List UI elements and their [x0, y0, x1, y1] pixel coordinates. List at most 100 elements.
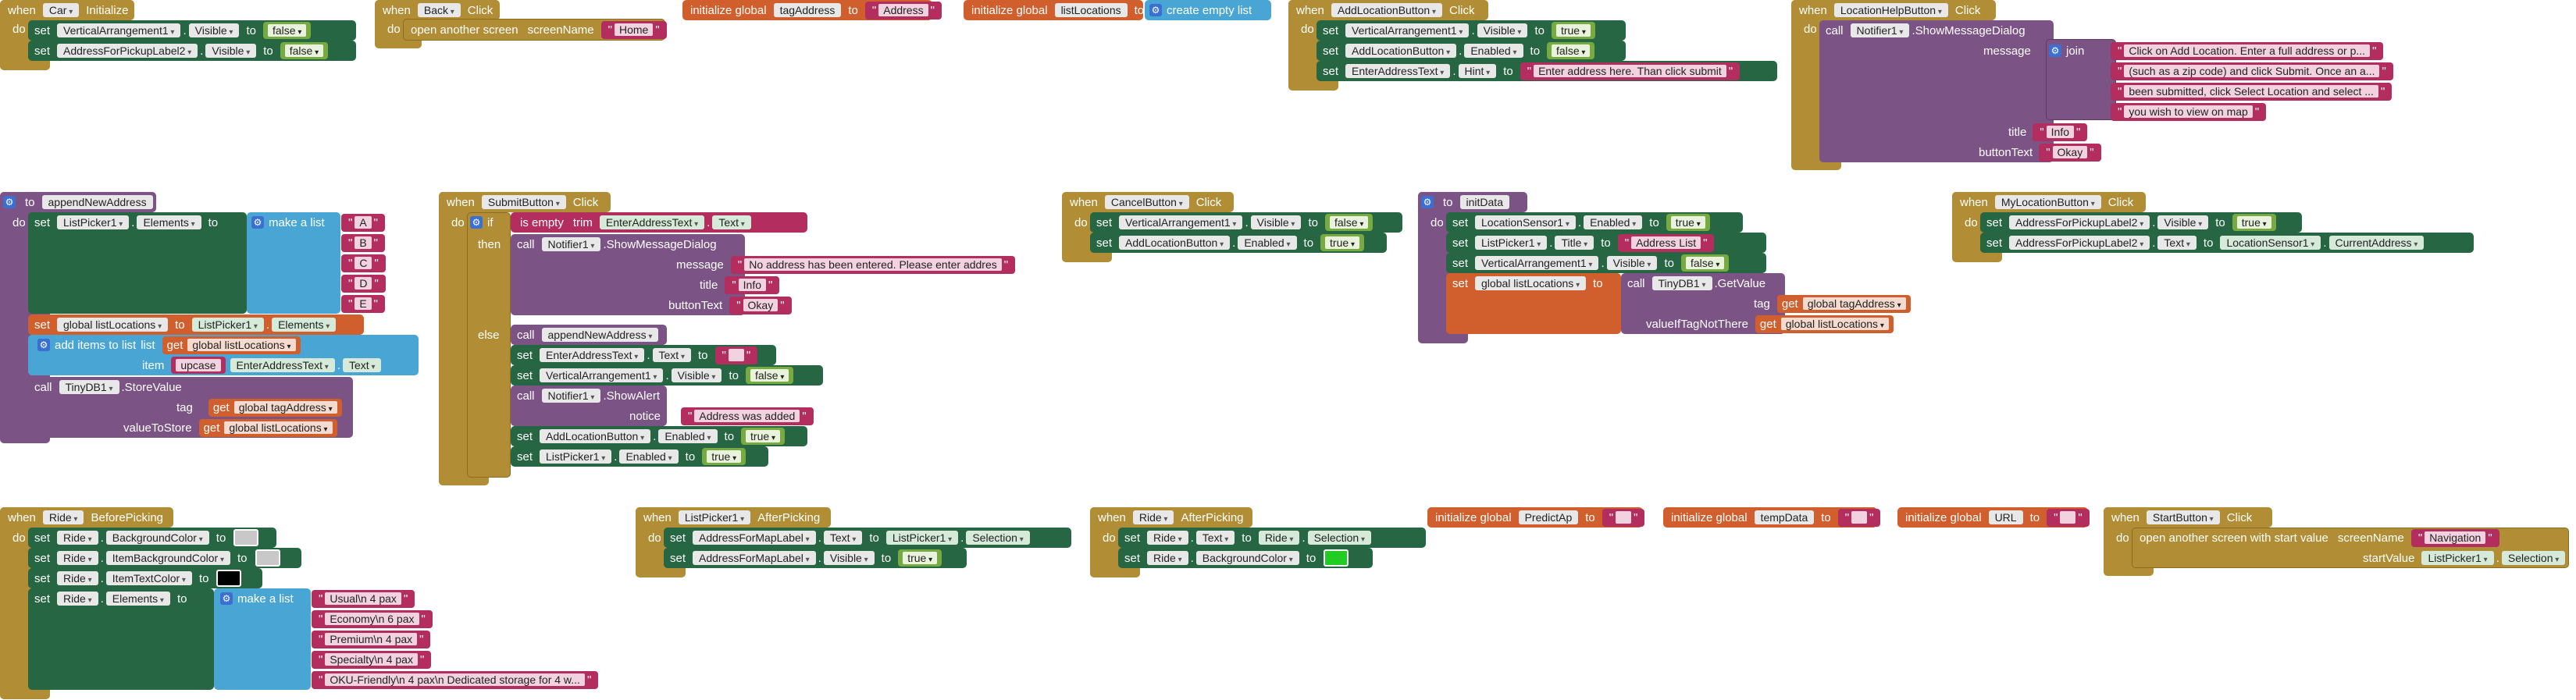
component-dropdown[interactable]: Notifier1 — [1850, 23, 1910, 37]
message-line[interactable]: (such as a zip code) and click Submit. O… — [2124, 65, 2380, 77]
list-item[interactable]: A — [355, 216, 372, 229]
component-dropdown[interactable]: Notifier1 — [541, 389, 601, 403]
component-dropdown[interactable]: ListPicker1 — [540, 449, 612, 464]
button-text-value[interactable]: Okay — [743, 299, 779, 311]
procedure-name[interactable]: appendNewAddress — [41, 195, 153, 209]
component-dropdown[interactable]: VerticalArrangement1 — [1345, 23, 1470, 37]
component-dropdown[interactable]: Ride — [1132, 510, 1174, 524]
gear-icon[interactable]: ⚙ — [1421, 196, 1434, 208]
show-message-dialog-call[interactable] — [1819, 20, 2054, 162]
property-dropdown[interactable]: Text — [712, 215, 751, 229]
list-item[interactable]: E — [355, 297, 372, 310]
boolean-value[interactable]: false — [1329, 216, 1369, 229]
component-dropdown[interactable]: EnterAddressText — [1345, 64, 1451, 78]
boolean-value[interactable]: true — [1555, 24, 1591, 37]
property-dropdown[interactable]: Elements — [137, 215, 201, 229]
create-empty-list-block[interactable] — [1145, 0, 1271, 20]
title-text-value[interactable]: Address List — [1631, 236, 1701, 249]
component-dropdown[interactable]: StartButton — [2146, 510, 2220, 524]
hint-text-value[interactable]: Enter address here. Than click submit — [1534, 65, 1726, 77]
component-dropdown[interactable]: Ride — [57, 551, 98, 565]
component-dropdown[interactable]: AddressForPickupLabel2 — [2009, 215, 2150, 229]
message-line[interactable]: you wish to view on map — [2124, 105, 2253, 118]
empty-string-value[interactable] — [728, 349, 744, 361]
variable-dropdown[interactable]: global listLocations — [1475, 276, 1587, 290]
component-dropdown[interactable]: AddressForMapLabel — [693, 531, 816, 545]
variable-name[interactable]: tagAddress — [773, 3, 842, 17]
property-dropdown[interactable]: Text — [2157, 236, 2197, 250]
string-value[interactable]: Address — [878, 4, 928, 16]
procedure-dropdown[interactable]: appendNewAddress — [541, 328, 659, 342]
variable-dropdown[interactable]: global listLocations — [57, 318, 169, 332]
component-dropdown[interactable]: TinyDB1 — [59, 380, 119, 394]
property-dropdown[interactable]: Elements — [272, 318, 337, 332]
component-dropdown[interactable]: Ride — [1147, 551, 1188, 565]
property-dropdown[interactable]: Text — [1195, 531, 1235, 545]
message-line[interactable]: Click on Add Location. Enter a full addr… — [2124, 44, 2371, 57]
component-dropdown[interactable]: AddressForPickupLabel2 — [57, 44, 198, 58]
property-dropdown[interactable]: CurrentAddress — [2328, 236, 2425, 250]
string-value[interactable] — [1616, 511, 1632, 524]
component-dropdown[interactable]: ListPicker1 — [57, 215, 130, 229]
component-dropdown[interactable]: AddressForPickupLabel2 — [2009, 236, 2150, 250]
component-dropdown[interactable]: CancelButton — [1104, 195, 1189, 209]
boolean-value[interactable]: true — [1670, 216, 1705, 229]
component-dropdown[interactable]: VerticalArrangement1 — [1475, 256, 1599, 270]
property-dropdown[interactable]: BackgroundColor — [1195, 551, 1299, 565]
component-dropdown[interactable]: EnterAddressText — [230, 358, 335, 372]
component-dropdown[interactable]: ListPicker1 — [885, 531, 959, 545]
component-dropdown[interactable]: AddLocationButton — [1345, 44, 1457, 58]
component-dropdown[interactable]: EnterAddressText — [540, 348, 645, 362]
notice-value[interactable]: Address was added — [694, 410, 800, 422]
color-swatch[interactable] — [233, 529, 259, 546]
list-item[interactable]: Economy\n 6 pax — [325, 613, 419, 625]
property-dropdown[interactable]: BackgroundColor — [105, 531, 209, 545]
property-dropdown[interactable]: Visible — [671, 368, 722, 382]
boolean-value[interactable]: true — [746, 430, 780, 442]
property-dropdown[interactable]: Text — [652, 348, 691, 362]
variable-dropdown[interactable]: global listLocations — [224, 421, 333, 434]
component-dropdown[interactable]: AddressForMapLabel — [693, 551, 816, 565]
procedure-name[interactable]: initData — [1459, 195, 1509, 209]
component-dropdown[interactable]: ListPicker1 — [191, 318, 264, 332]
gear-icon[interactable]: ⚙ — [1149, 4, 1162, 16]
property-dropdown[interactable]: Visible — [1606, 256, 1658, 270]
component-dropdown[interactable]: Ride — [42, 510, 84, 524]
boolean-value[interactable]: false — [1685, 257, 1725, 269]
title-value[interactable]: Info — [738, 279, 767, 291]
property-dropdown[interactable]: Visible — [1250, 215, 1302, 229]
property-dropdown[interactable]: ItemTextColor — [105, 571, 192, 585]
property-dropdown[interactable]: Visible — [823, 551, 875, 565]
component-dropdown[interactable]: Notifier1 — [541, 237, 601, 251]
component-dropdown[interactable]: LocationSensor1 — [1475, 215, 1576, 229]
boolean-value[interactable]: true — [707, 450, 742, 463]
component-dropdown[interactable]: ListPicker1 — [2421, 551, 2494, 565]
button-text-value[interactable]: Okay — [2052, 146, 2088, 158]
property-dropdown[interactable]: ItemBackgroundColor — [105, 551, 231, 565]
property-dropdown[interactable]: Enabled — [1238, 236, 1297, 250]
property-dropdown[interactable]: Enabled — [658, 429, 718, 443]
variable-name[interactable]: PredictAp — [1518, 510, 1579, 524]
component-dropdown[interactable]: SubmitButton — [481, 195, 566, 209]
component-dropdown[interactable]: Car — [42, 3, 80, 17]
property-dropdown[interactable]: Visible — [2157, 215, 2209, 229]
upcase-dropdown[interactable]: upcase — [176, 359, 221, 371]
list-item[interactable]: OKU-Friendly\n 4 pax\n Dedicated storage… — [325, 673, 585, 686]
property-dropdown[interactable]: Enabled — [1584, 215, 1643, 229]
list-item[interactable]: Premium\n 4 pax — [325, 633, 418, 645]
component-dropdown[interactable]: VerticalArrangement1 — [1119, 215, 1243, 229]
component-dropdown[interactable]: AddLocationButton — [1119, 236, 1231, 250]
message-line[interactable]: been submitted, click Select Location an… — [2124, 85, 2378, 98]
property-dropdown[interactable]: Selection — [2501, 551, 2566, 565]
gear-icon[interactable]: ⚙ — [3, 196, 16, 208]
component-dropdown[interactable]: Ride — [57, 592, 98, 606]
variable-name[interactable]: URL — [1988, 510, 2023, 524]
variable-name[interactable]: tempData — [1754, 510, 1815, 524]
string-value[interactable] — [1851, 511, 1868, 524]
gear-icon[interactable]: ⚙ — [220, 592, 233, 605]
property-dropdown[interactable]: Visible — [205, 44, 257, 58]
list-item[interactable]: D — [355, 277, 372, 290]
property-dropdown[interactable]: Text — [823, 531, 863, 545]
make-a-list-block[interactable] — [247, 212, 340, 314]
